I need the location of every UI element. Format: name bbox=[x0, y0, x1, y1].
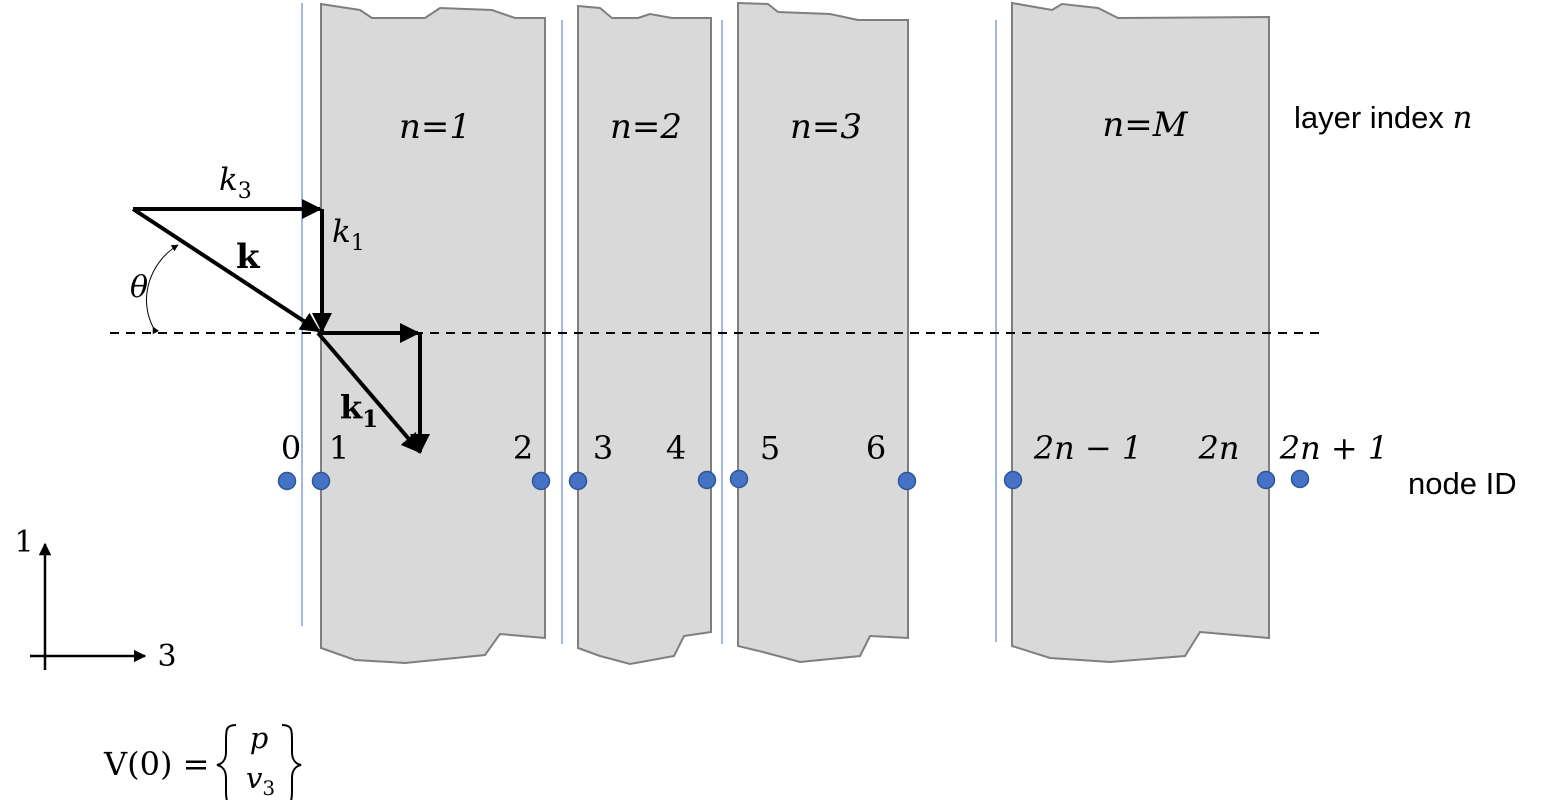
node-2 bbox=[531, 471, 551, 491]
right-brace bbox=[281, 724, 302, 800]
nodes bbox=[277, 469, 1310, 491]
node-2n-minus-1 bbox=[1003, 470, 1023, 490]
equation-top: p bbox=[250, 721, 269, 755]
k1-vector-arrow bbox=[316, 331, 422, 454]
node-label-0: 0 bbox=[281, 429, 301, 467]
left-brace bbox=[216, 724, 237, 800]
theta-label: θ bbox=[130, 270, 148, 305]
node-label-1: 1 bbox=[329, 429, 349, 467]
k1-vector-label: k1 bbox=[340, 388, 378, 433]
layer-label-M: n=M bbox=[1102, 105, 1188, 145]
k-arrow bbox=[131, 207, 321, 333]
node-label-2n-minus-1: 2n − 1 bbox=[1033, 429, 1142, 467]
node-label-3: 3 bbox=[593, 429, 613, 467]
node-4 bbox=[697, 470, 717, 490]
layer-label-3: n=3 bbox=[790, 107, 862, 147]
node-label-6: 6 bbox=[866, 429, 886, 467]
axis-label-1: 1 bbox=[14, 525, 33, 560]
node-label-2n: 2n bbox=[1198, 429, 1240, 467]
theta-arc bbox=[146, 244, 179, 335]
wave-vectors bbox=[131, 199, 430, 454]
equation-lhs: V(0) = bbox=[103, 745, 209, 783]
layer-2 bbox=[577, 4, 712, 666]
node-5 bbox=[729, 469, 749, 489]
node-label-2: 2 bbox=[513, 429, 533, 467]
equation-bottom: v3 bbox=[246, 761, 275, 800]
layer-label-2: n=2 bbox=[610, 107, 682, 147]
node-1 bbox=[311, 471, 331, 491]
coordinate-axes bbox=[30, 542, 147, 670]
layer-label-1: n=1 bbox=[399, 107, 471, 147]
node-label-5: 5 bbox=[760, 429, 780, 467]
node-id-label: node ID bbox=[1408, 466, 1517, 501]
node-label-4: 4 bbox=[666, 429, 686, 467]
k3-label: k3 bbox=[219, 162, 252, 204]
state-vector-equation: V(0) = p v3 bbox=[103, 721, 302, 800]
node-2n bbox=[1256, 470, 1276, 490]
k-vector-label: k bbox=[236, 237, 261, 277]
k1-component-label: k1 bbox=[332, 214, 365, 256]
layer-index-label: layer index n bbox=[1294, 100, 1473, 136]
node-6 bbox=[897, 471, 917, 491]
node-3 bbox=[568, 471, 588, 491]
node-label-2n-plus-1: 2n + 1 bbox=[1279, 429, 1388, 467]
node-0 bbox=[277, 471, 297, 491]
axis-label-3: 3 bbox=[157, 639, 176, 674]
node-2n-plus-1 bbox=[1290, 469, 1310, 489]
